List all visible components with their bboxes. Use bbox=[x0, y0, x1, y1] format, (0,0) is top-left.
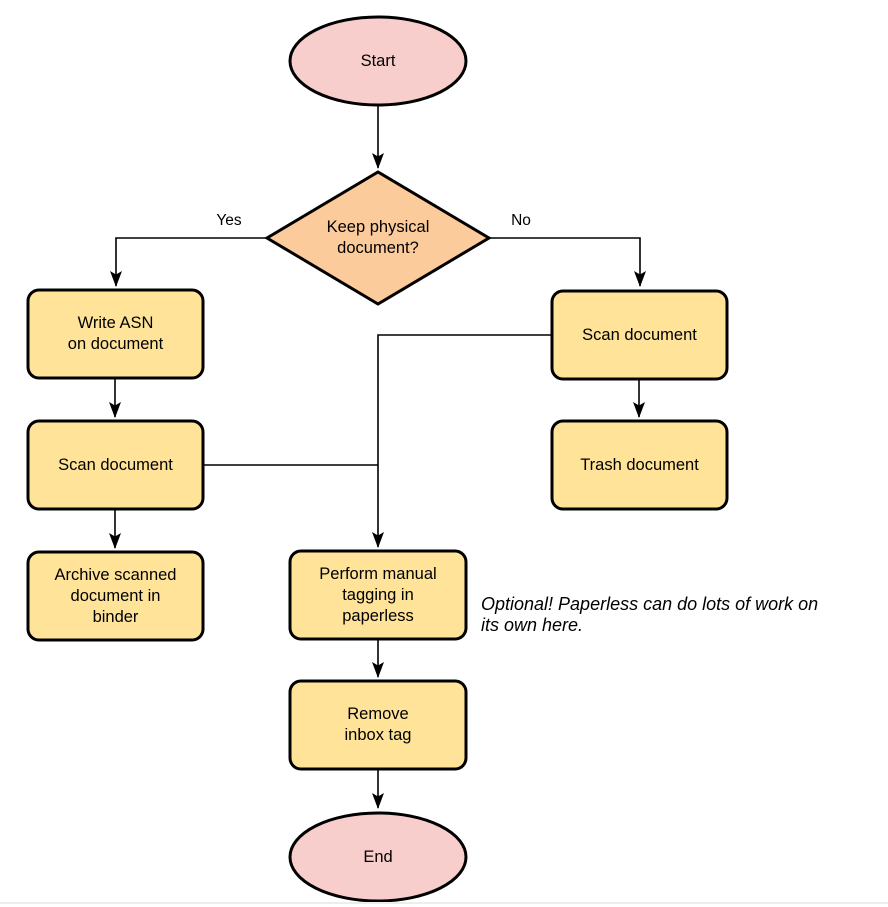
edge-decision-yes bbox=[110, 237, 267, 287]
process-trash-shape bbox=[550, 419, 729, 511]
end-terminal-shape bbox=[288, 811, 468, 903]
process-tagging-shape bbox=[288, 549, 468, 641]
annotation-note: Optional! Paperless can do lots of work … bbox=[481, 594, 819, 635]
process-scan-left-shape bbox=[26, 419, 205, 511]
page-bottom-edge bbox=[0, 902, 888, 904]
edge-decision-no bbox=[489, 237, 646, 287]
no-edge-label: No bbox=[511, 212, 531, 229]
yes-edge-label: Yes bbox=[216, 212, 242, 229]
decision-diamond-shape bbox=[264, 170, 492, 306]
process-remove-inbox-shape bbox=[288, 679, 468, 771]
process-scan-right-shape bbox=[550, 289, 729, 381]
start-terminal-shape bbox=[288, 15, 468, 107]
process-write-asn-shape bbox=[26, 288, 205, 380]
edge-scanright-to-tagging bbox=[372, 334, 552, 548]
process-archive-shape bbox=[26, 550, 205, 642]
